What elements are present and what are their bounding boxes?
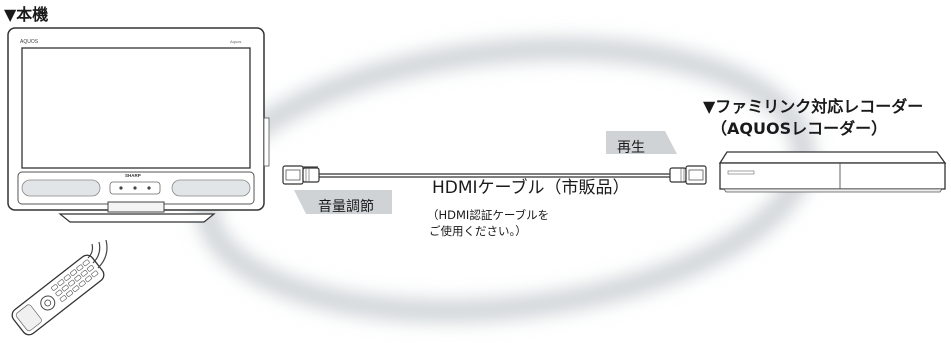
ir-signal-waves-icon bbox=[87, 239, 108, 269]
volume-control-tag: 音量調節 bbox=[318, 199, 374, 215]
play-tag-shape bbox=[606, 131, 677, 154]
hdmi-cable bbox=[282, 165, 707, 185]
main-unit-label: ▼本機 bbox=[4, 5, 49, 24]
cable-note-line1: （HDMI認証ケーブルを bbox=[427, 208, 550, 222]
tv-brand-center: SHARP bbox=[125, 173, 141, 178]
cable-note-line2: ご使用ください。） bbox=[429, 224, 527, 239]
recorder-illustration bbox=[718, 151, 947, 193]
recorder-label-line1: ▼ファミリンク対応レコーダー bbox=[703, 97, 924, 116]
tv-brand-top-left: AQUOS bbox=[20, 39, 39, 45]
tv-brand-top-right: Aquos bbox=[230, 39, 241, 44]
recorder-label: ▼ファミリンク対応レコーダー （AQUOSレコーダー） bbox=[703, 96, 923, 141]
play-tag: 再生 bbox=[617, 140, 645, 156]
tv-illustration bbox=[7, 27, 270, 223]
hdmi-cable-note: （HDMI認証ケーブルを ご使用ください。） bbox=[427, 207, 549, 239]
volume-tag-shape bbox=[294, 190, 392, 214]
signal-halo bbox=[195, 37, 815, 323]
hdmi-cable-label: HDMIケーブル（市販品） bbox=[432, 178, 630, 198]
recorder-label-line2: （AQUOSレコーダー） bbox=[711, 119, 888, 139]
remote-control-illustration bbox=[11, 254, 105, 336]
